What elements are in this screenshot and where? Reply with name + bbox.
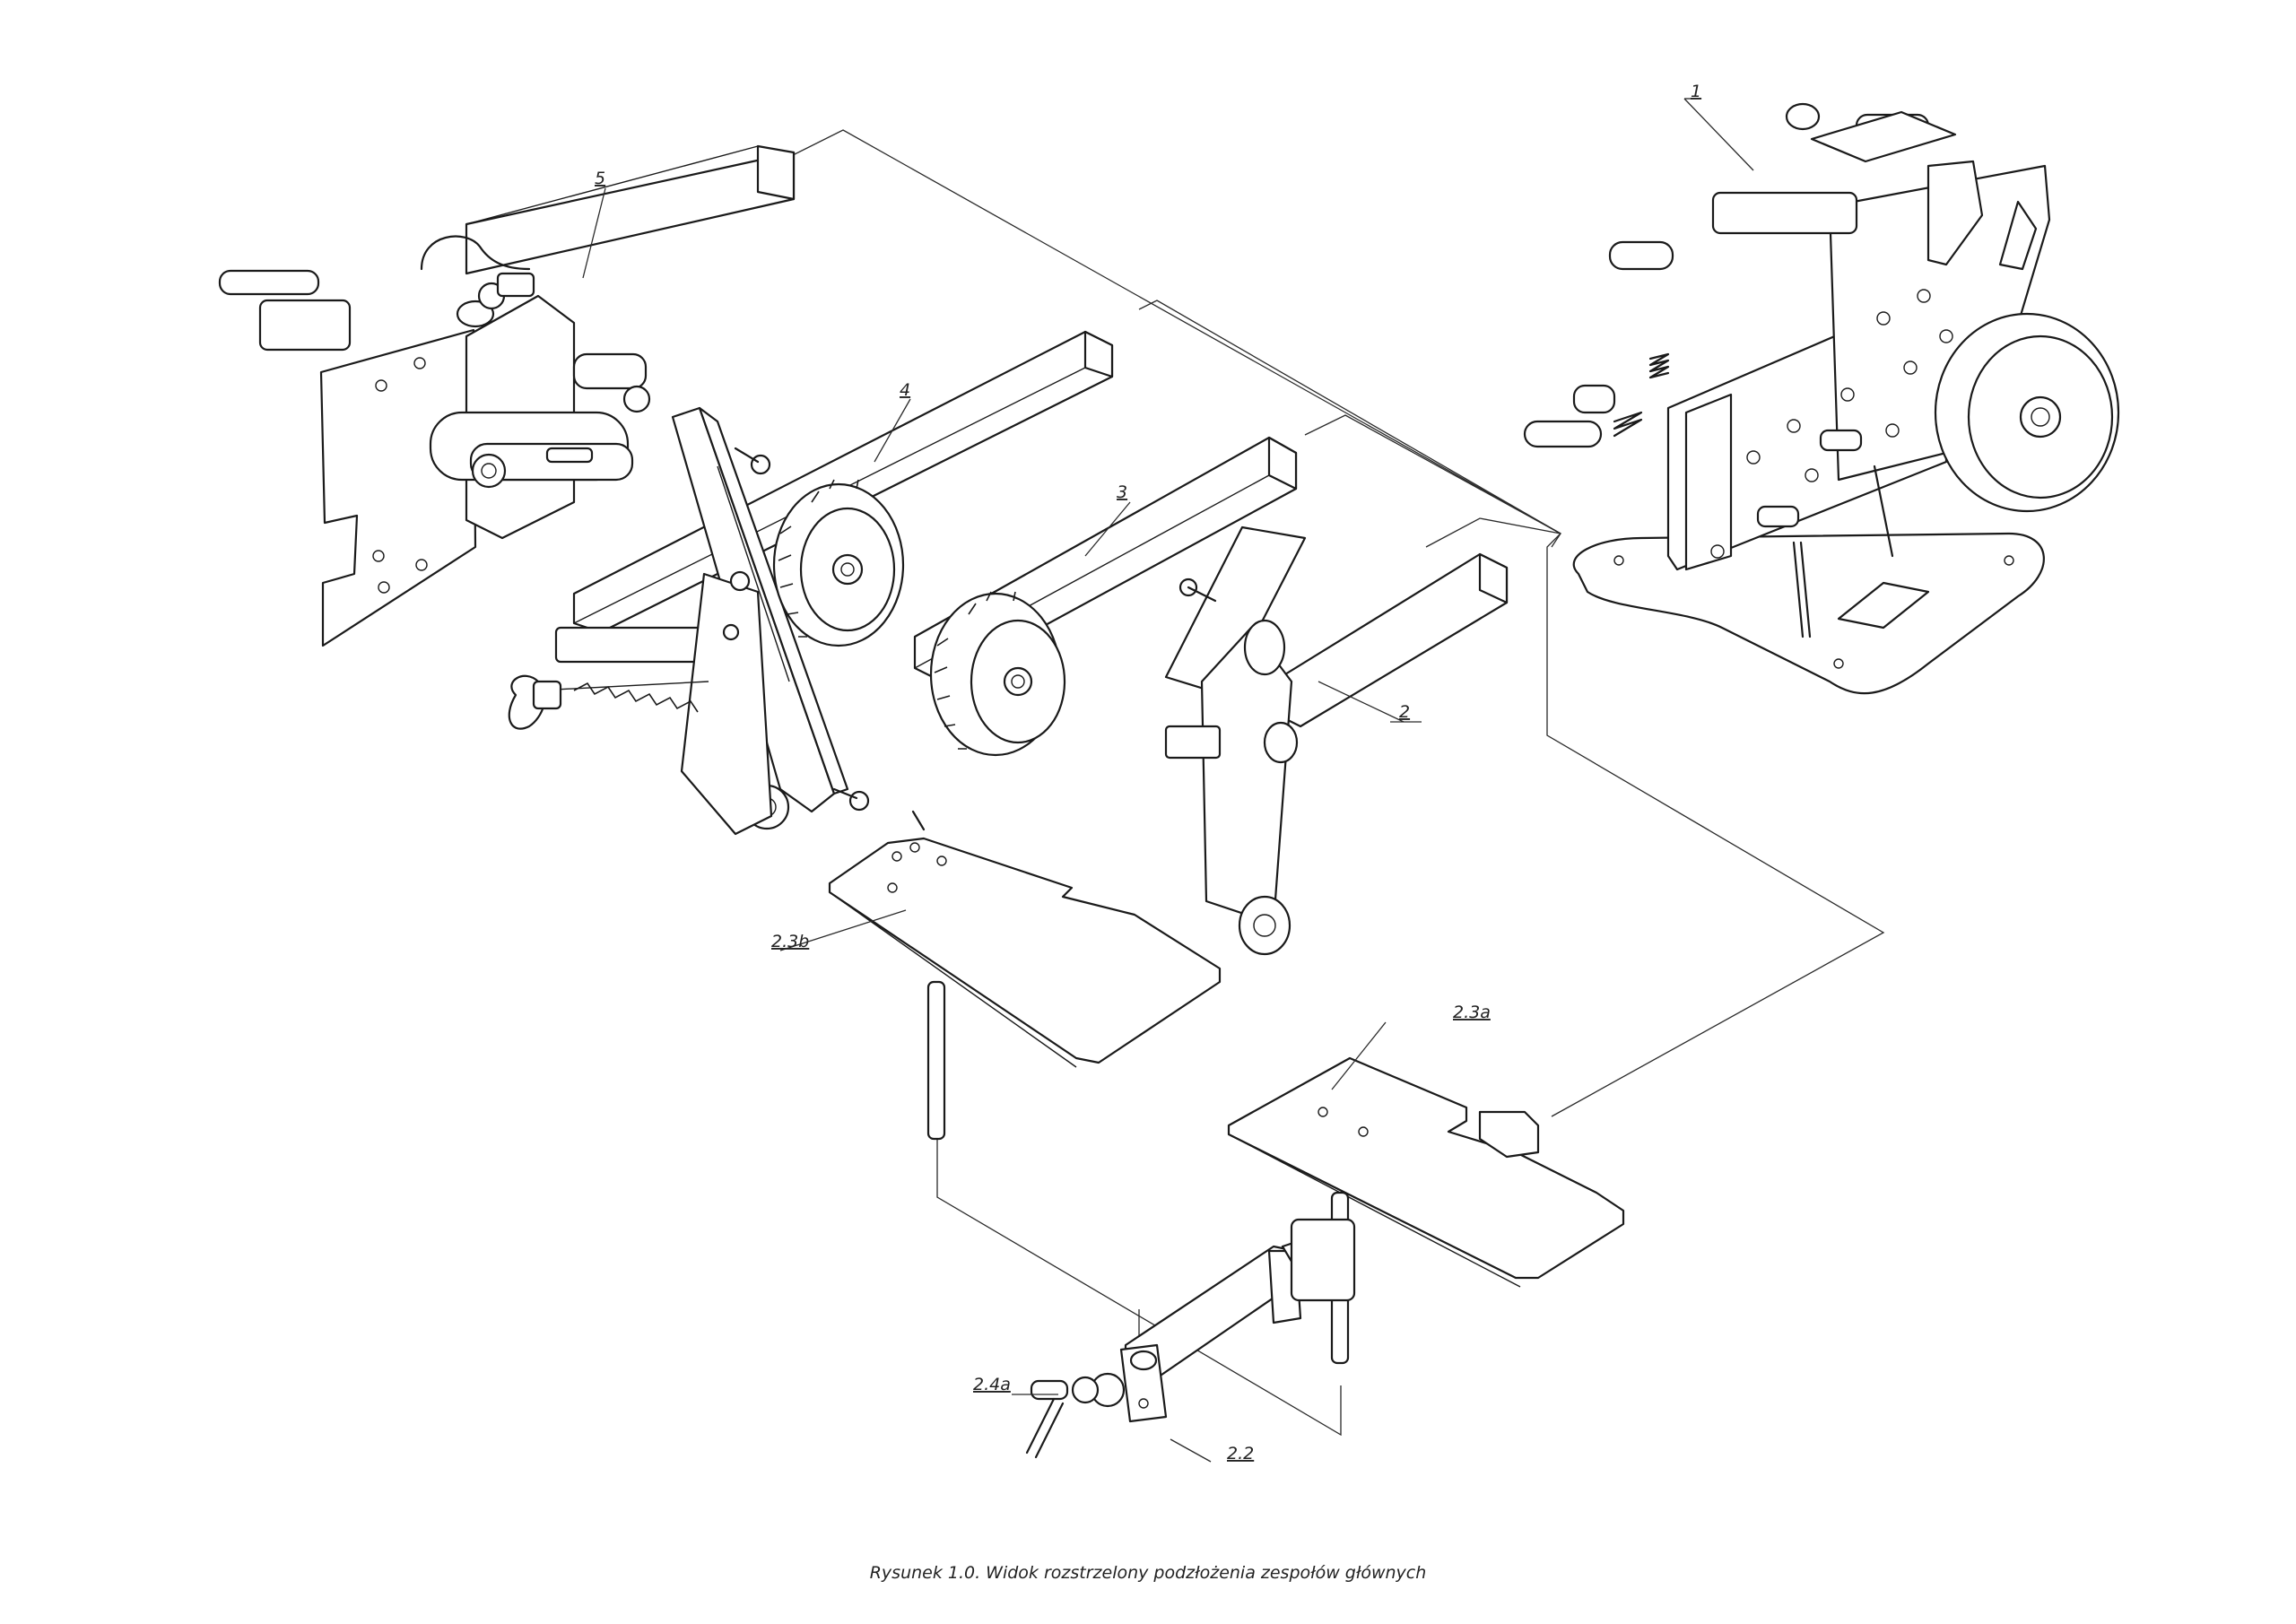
part-2-3b-table <box>828 810 1222 1141</box>
alignment-lines <box>788 129 1885 1437</box>
part-3-wheel-arm <box>913 436 1298 757</box>
leader-lines <box>582 98 1754 1463</box>
part-labels: 1 2 3 4 5 2.3a 2.3b 2.2 2.4a <box>595 82 1701 1463</box>
label-part-3: 3 <box>1117 482 1127 502</box>
label-part-2-3a: 2.3a <box>1453 1003 1491 1022</box>
part-1-motor-drive <box>1523 102 2120 695</box>
figure-caption: Rysunek 1.0. Widok rozstrzelony podzłoże… <box>870 1563 1427 1583</box>
part-2-3a-table <box>1227 1056 1625 1365</box>
part-5-clamp-plate <box>218 144 796 647</box>
label-part-5: 5 <box>595 169 605 188</box>
part-2-2-clamp-bracket <box>1025 1218 1356 1459</box>
label-part-2-3b: 2.3b <box>771 932 809 951</box>
label-part-2: 2 <box>1399 702 1410 722</box>
part-4-tool-arm <box>508 330 1114 836</box>
label-part-4: 4 <box>900 380 910 400</box>
label-part-1: 1 <box>1691 82 1701 101</box>
label-part-2-2: 2.2 <box>1227 1444 1254 1463</box>
label-part-2-4a: 2.4a <box>973 1375 1011 1394</box>
part-2-platen-arm <box>1164 525 1509 956</box>
